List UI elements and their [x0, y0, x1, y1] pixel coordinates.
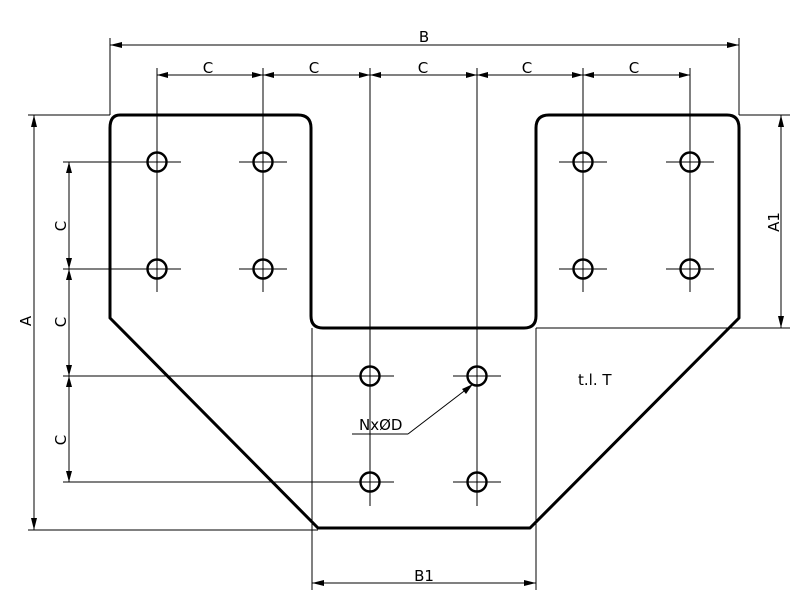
- dimension-c-label: C: [52, 317, 70, 327]
- hole: [679, 151, 701, 173]
- hole: [146, 258, 168, 280]
- dimension-c-label: C: [629, 59, 639, 77]
- dimension-c-label: C: [52, 435, 70, 445]
- hole: [252, 258, 274, 280]
- dimension-b1-label: B1: [414, 567, 434, 585]
- dimension-c-label: C: [203, 59, 213, 77]
- hole: [679, 258, 701, 280]
- holes: [146, 151, 701, 493]
- hole: [252, 151, 274, 173]
- dimension-b: B: [109, 28, 740, 115]
- hole: [359, 471, 381, 493]
- dimension-c-label: C: [522, 59, 532, 77]
- dimension-c-label: C: [418, 59, 428, 77]
- hole: [466, 471, 488, 493]
- plate-outline: [108, 113, 741, 530]
- hole: [146, 151, 168, 173]
- hole: [359, 365, 381, 387]
- hole-centerlines: [133, 138, 714, 506]
- hole-callout-label: NxØD: [359, 416, 402, 434]
- dimension-c-label: C: [309, 59, 319, 77]
- dimension-c-chain-top: C C C C C: [156, 59, 691, 400]
- hole: [572, 151, 594, 173]
- dimension-a-label: A: [17, 315, 35, 326]
- dimension-a1: A1: [536, 114, 790, 329]
- dimension-c-chain-left: C C C: [52, 161, 393, 483]
- dimension-b1: B1: [311, 328, 537, 590]
- dimension-b-label: B: [419, 28, 429, 46]
- dimension-a: A: [17, 114, 318, 531]
- hole-callout: NxØD: [352, 384, 473, 435]
- dimension-c-label: C: [52, 221, 70, 231]
- dimension-a1-label: A1: [765, 212, 783, 232]
- thickness-note: t.l. T: [578, 371, 612, 389]
- hole: [466, 365, 488, 387]
- hole: [572, 258, 594, 280]
